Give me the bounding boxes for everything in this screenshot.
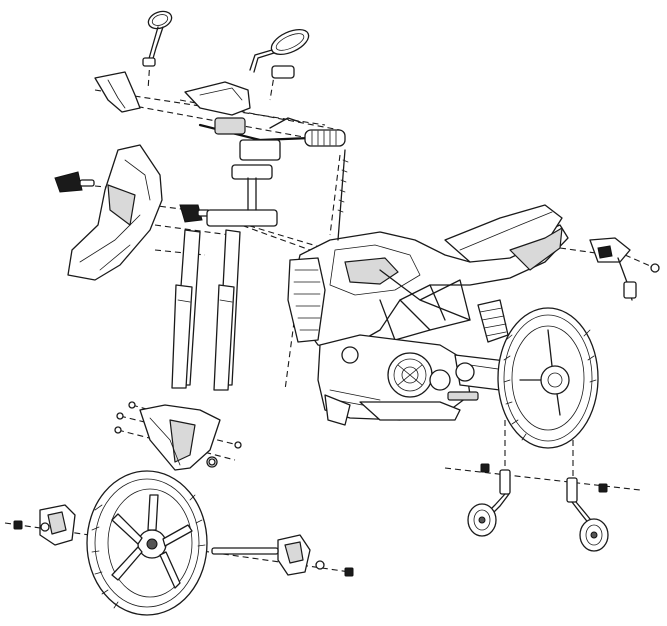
training-wheel-fasteners bbox=[480, 463, 608, 493]
handlebar-covers bbox=[94, 71, 251, 116]
front-brake-caliper-left bbox=[13, 504, 76, 546]
front-axle-bracket-right bbox=[211, 534, 354, 577]
right-training-wheel bbox=[566, 477, 609, 552]
tail-light-assembly bbox=[589, 237, 660, 301]
frame-body bbox=[287, 204, 569, 426]
misc-hardware bbox=[114, 149, 349, 466]
headlight-fairing bbox=[67, 144, 163, 281]
rear-wheel bbox=[497, 307, 599, 449]
left-training-wheel bbox=[467, 469, 511, 537]
front-left-turn-signal bbox=[54, 171, 95, 193]
handlebar bbox=[198, 117, 346, 161]
left-mirror bbox=[142, 10, 173, 67]
rear-shock bbox=[477, 299, 509, 343]
front-right-turn-signal bbox=[179, 204, 211, 223]
front-fender bbox=[139, 404, 221, 471]
front-wheel bbox=[86, 470, 208, 616]
front-fork bbox=[171, 164, 278, 391]
right-mirror bbox=[249, 28, 310, 79]
